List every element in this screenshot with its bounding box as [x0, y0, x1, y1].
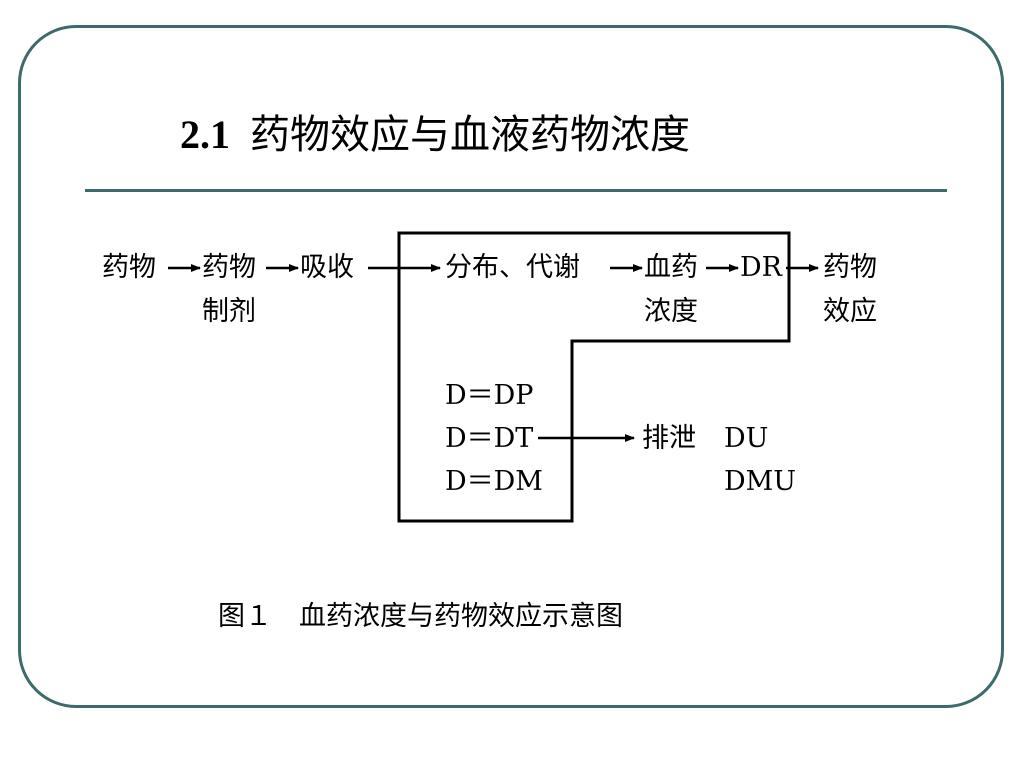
node-blood-concentration-line1: 血药 — [644, 252, 698, 283]
node-excretion: 排泄 — [642, 423, 696, 454]
node-dm: D＝DM — [445, 466, 543, 497]
node-du: DU — [724, 423, 769, 454]
title-text: 药物效应与血液药物浓度 — [250, 112, 690, 158]
figure-caption: 图１ 血药浓度与药物效应示意图 — [218, 601, 623, 632]
node-formulation-line1: 药物 — [202, 252, 256, 283]
node-dmu: DMU — [724, 466, 797, 497]
title-divider — [85, 189, 947, 192]
node-absorption: 吸收 — [300, 252, 354, 283]
node-blood-concentration-line2: 浓度 — [644, 296, 698, 327]
node-distribution-metabolism: 分布、代谢 — [445, 252, 580, 283]
node-drug: 药物 — [102, 252, 156, 283]
title-number: 2.1 — [180, 112, 230, 157]
node-drug-effect-line1: 药物 — [823, 252, 877, 283]
node-dt: D＝DT — [445, 423, 534, 454]
slide-title: 2.1 药物效应与血液药物浓度 — [180, 102, 690, 160]
node-drug-effect-line2: 效应 — [823, 296, 877, 327]
node-dr: DR — [740, 252, 782, 283]
node-formulation-line2: 制剂 — [202, 296, 256, 327]
slide-frame — [18, 25, 1004, 708]
node-dp: D＝DP — [445, 380, 534, 411]
compartment-outline — [397, 231, 791, 523]
